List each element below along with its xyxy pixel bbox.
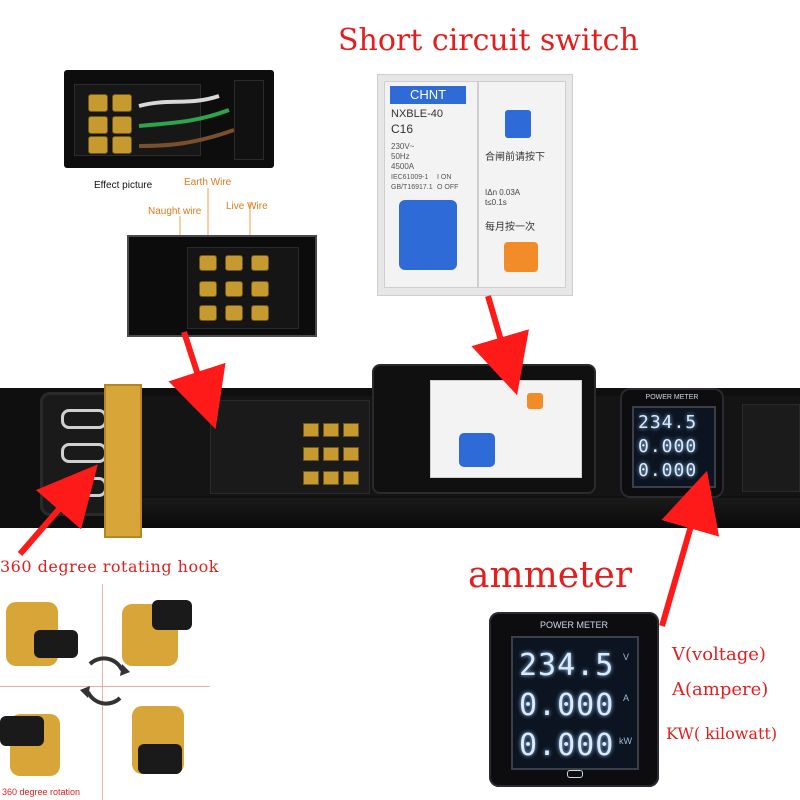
effect-picture-panel bbox=[64, 70, 274, 168]
test-button[interactable] bbox=[505, 110, 531, 138]
wires-illustration bbox=[138, 94, 235, 148]
arrow-meter bbox=[659, 470, 720, 627]
terminal-screw-6 bbox=[112, 136, 132, 154]
pdu-terminal-9 bbox=[343, 471, 359, 485]
terminal-screw-5 bbox=[88, 136, 108, 154]
breaker-trip-1: IΔn 0.03A bbox=[485, 188, 521, 197]
ammeter-voltage: 234.5 bbox=[519, 648, 615, 683]
breaker-standard-1: IEC61009-1 bbox=[391, 174, 429, 181]
pdu-breaker-module bbox=[430, 380, 582, 478]
ammeter-label: POWER METER bbox=[539, 620, 608, 630]
breaker-left-module: CHNT NXBLE-40 C16 230V~ 50Hz 4500A IEC61… bbox=[384, 81, 478, 288]
pdu-terminal-7 bbox=[303, 471, 319, 485]
breaker-note-1: 合闸前请按下 bbox=[485, 152, 545, 163]
terminal-screw-a8 bbox=[225, 305, 243, 321]
reset-button[interactable] bbox=[504, 242, 538, 272]
hook-state-4 bbox=[112, 696, 202, 786]
breaker-off: O OFF bbox=[437, 184, 459, 191]
rotation-divider-vertical bbox=[102, 584, 103, 800]
terminal-screw-2 bbox=[112, 94, 132, 112]
breaker-trip-2: t≤0.1s bbox=[485, 198, 507, 207]
hook-yellow-mount bbox=[104, 384, 142, 538]
hook-state-1 bbox=[0, 594, 90, 674]
terminal-screw-4 bbox=[112, 116, 132, 134]
breaker-spec-2: 50Hz bbox=[391, 152, 410, 161]
terminal-screw-a9 bbox=[251, 305, 269, 321]
pdu-meter-current: 0.000 bbox=[638, 436, 698, 457]
rotation-arrows-icon bbox=[80, 656, 130, 706]
rotating-hook-label: 360 degree rotating hook bbox=[0, 557, 219, 576]
terminal-screw-a5 bbox=[225, 281, 243, 297]
terminal-closeup-panel bbox=[127, 235, 317, 337]
pdu-breaker-test-button[interactable] bbox=[527, 393, 543, 409]
ammeter-display: 234.5 V 0.000 A 0.000 kW bbox=[511, 636, 639, 770]
ammeter-unit-v: V bbox=[623, 652, 630, 662]
breaker-on: I ON bbox=[437, 174, 452, 181]
arrow-terminal bbox=[168, 331, 226, 430]
arrow-hook bbox=[17, 464, 98, 556]
pdu-terminal-8 bbox=[323, 471, 339, 485]
effect-picture-caption: Effect picture bbox=[94, 180, 153, 191]
ammeter-bottom-indicator bbox=[567, 770, 583, 778]
ampere-label: A(ampere) bbox=[672, 679, 769, 700]
arrow-breaker bbox=[471, 295, 529, 396]
breaker-standard-2: GB/T16917.1 bbox=[391, 184, 433, 191]
live-wire-label: Live Wire bbox=[226, 201, 268, 212]
pdu-breaker-lever[interactable] bbox=[459, 433, 495, 467]
terminal-screw-a2 bbox=[225, 255, 243, 271]
ammeter-power: 0.000 bbox=[519, 728, 615, 763]
kilowatt-label: KW( kilowatt) bbox=[666, 724, 778, 743]
terminal-screw-a6 bbox=[251, 281, 269, 297]
terminal-screw-3 bbox=[88, 116, 108, 134]
pdu-terminal-1 bbox=[303, 423, 319, 437]
pdu-terminal-6 bbox=[343, 447, 359, 461]
short-circuit-switch-title: Short circuit switch bbox=[338, 23, 639, 58]
rotation-illustration: 360 degree rotation bbox=[0, 584, 210, 800]
pdu-terminal-3 bbox=[343, 423, 359, 437]
pdu-terminal-4 bbox=[303, 447, 319, 461]
right-slot bbox=[234, 80, 264, 160]
rotation-caption: 360 degree rotation bbox=[2, 787, 81, 797]
voltage-label: V(voltage) bbox=[672, 644, 766, 665]
breaker-switch-lever[interactable] bbox=[399, 200, 457, 270]
pdu-terminal-compartment bbox=[210, 400, 370, 494]
breaker-rating: C16 bbox=[391, 122, 414, 136]
ammeter-panel: POWER METER 234.5 V 0.000 A 0.000 kW bbox=[489, 612, 659, 787]
terminal-screw-a3 bbox=[251, 255, 269, 271]
hook-state-2 bbox=[112, 594, 202, 674]
breaker-right-module: 合闸前请按下 IΔn 0.03A t≤0.1s 每月按一次 bbox=[478, 81, 566, 288]
rotation-divider-horizontal bbox=[0, 686, 210, 687]
terminal-screw-1 bbox=[88, 94, 108, 112]
ammeter-title: ammeter bbox=[468, 555, 633, 596]
ammeter-unit-kw: kW bbox=[619, 736, 632, 746]
breaker-closeup: CHNT NXBLE-40 C16 230V~ 50Hz 4500A IEC61… bbox=[377, 74, 573, 296]
hook-state-3 bbox=[0, 696, 90, 786]
pdu-meter-label: POWER METER bbox=[645, 394, 699, 401]
pdu-meter-voltage: 234.5 bbox=[638, 412, 698, 433]
naught-wire-label: Naught wire bbox=[148, 206, 202, 217]
ammeter-current: 0.000 bbox=[519, 688, 615, 723]
terminal-screw-a7 bbox=[199, 305, 217, 321]
terminal-screw-a4 bbox=[199, 281, 217, 297]
ammeter-unit-a: A bbox=[623, 693, 630, 703]
breaker-spec-1: 230V~ bbox=[391, 142, 415, 151]
pdu-terminal-2 bbox=[323, 423, 339, 437]
breaker-note-2: 每月按一次 bbox=[485, 222, 535, 233]
pdu-terminal-5 bbox=[323, 447, 339, 461]
breaker-brand-badge: CHNT bbox=[390, 86, 466, 104]
breaker-model: NXBLE-40 bbox=[391, 108, 443, 120]
breaker-spec-3: 4500A bbox=[391, 162, 415, 171]
terminal-screw-a1 bbox=[199, 255, 217, 271]
earth-wire-label: Earth Wire bbox=[184, 177, 232, 188]
